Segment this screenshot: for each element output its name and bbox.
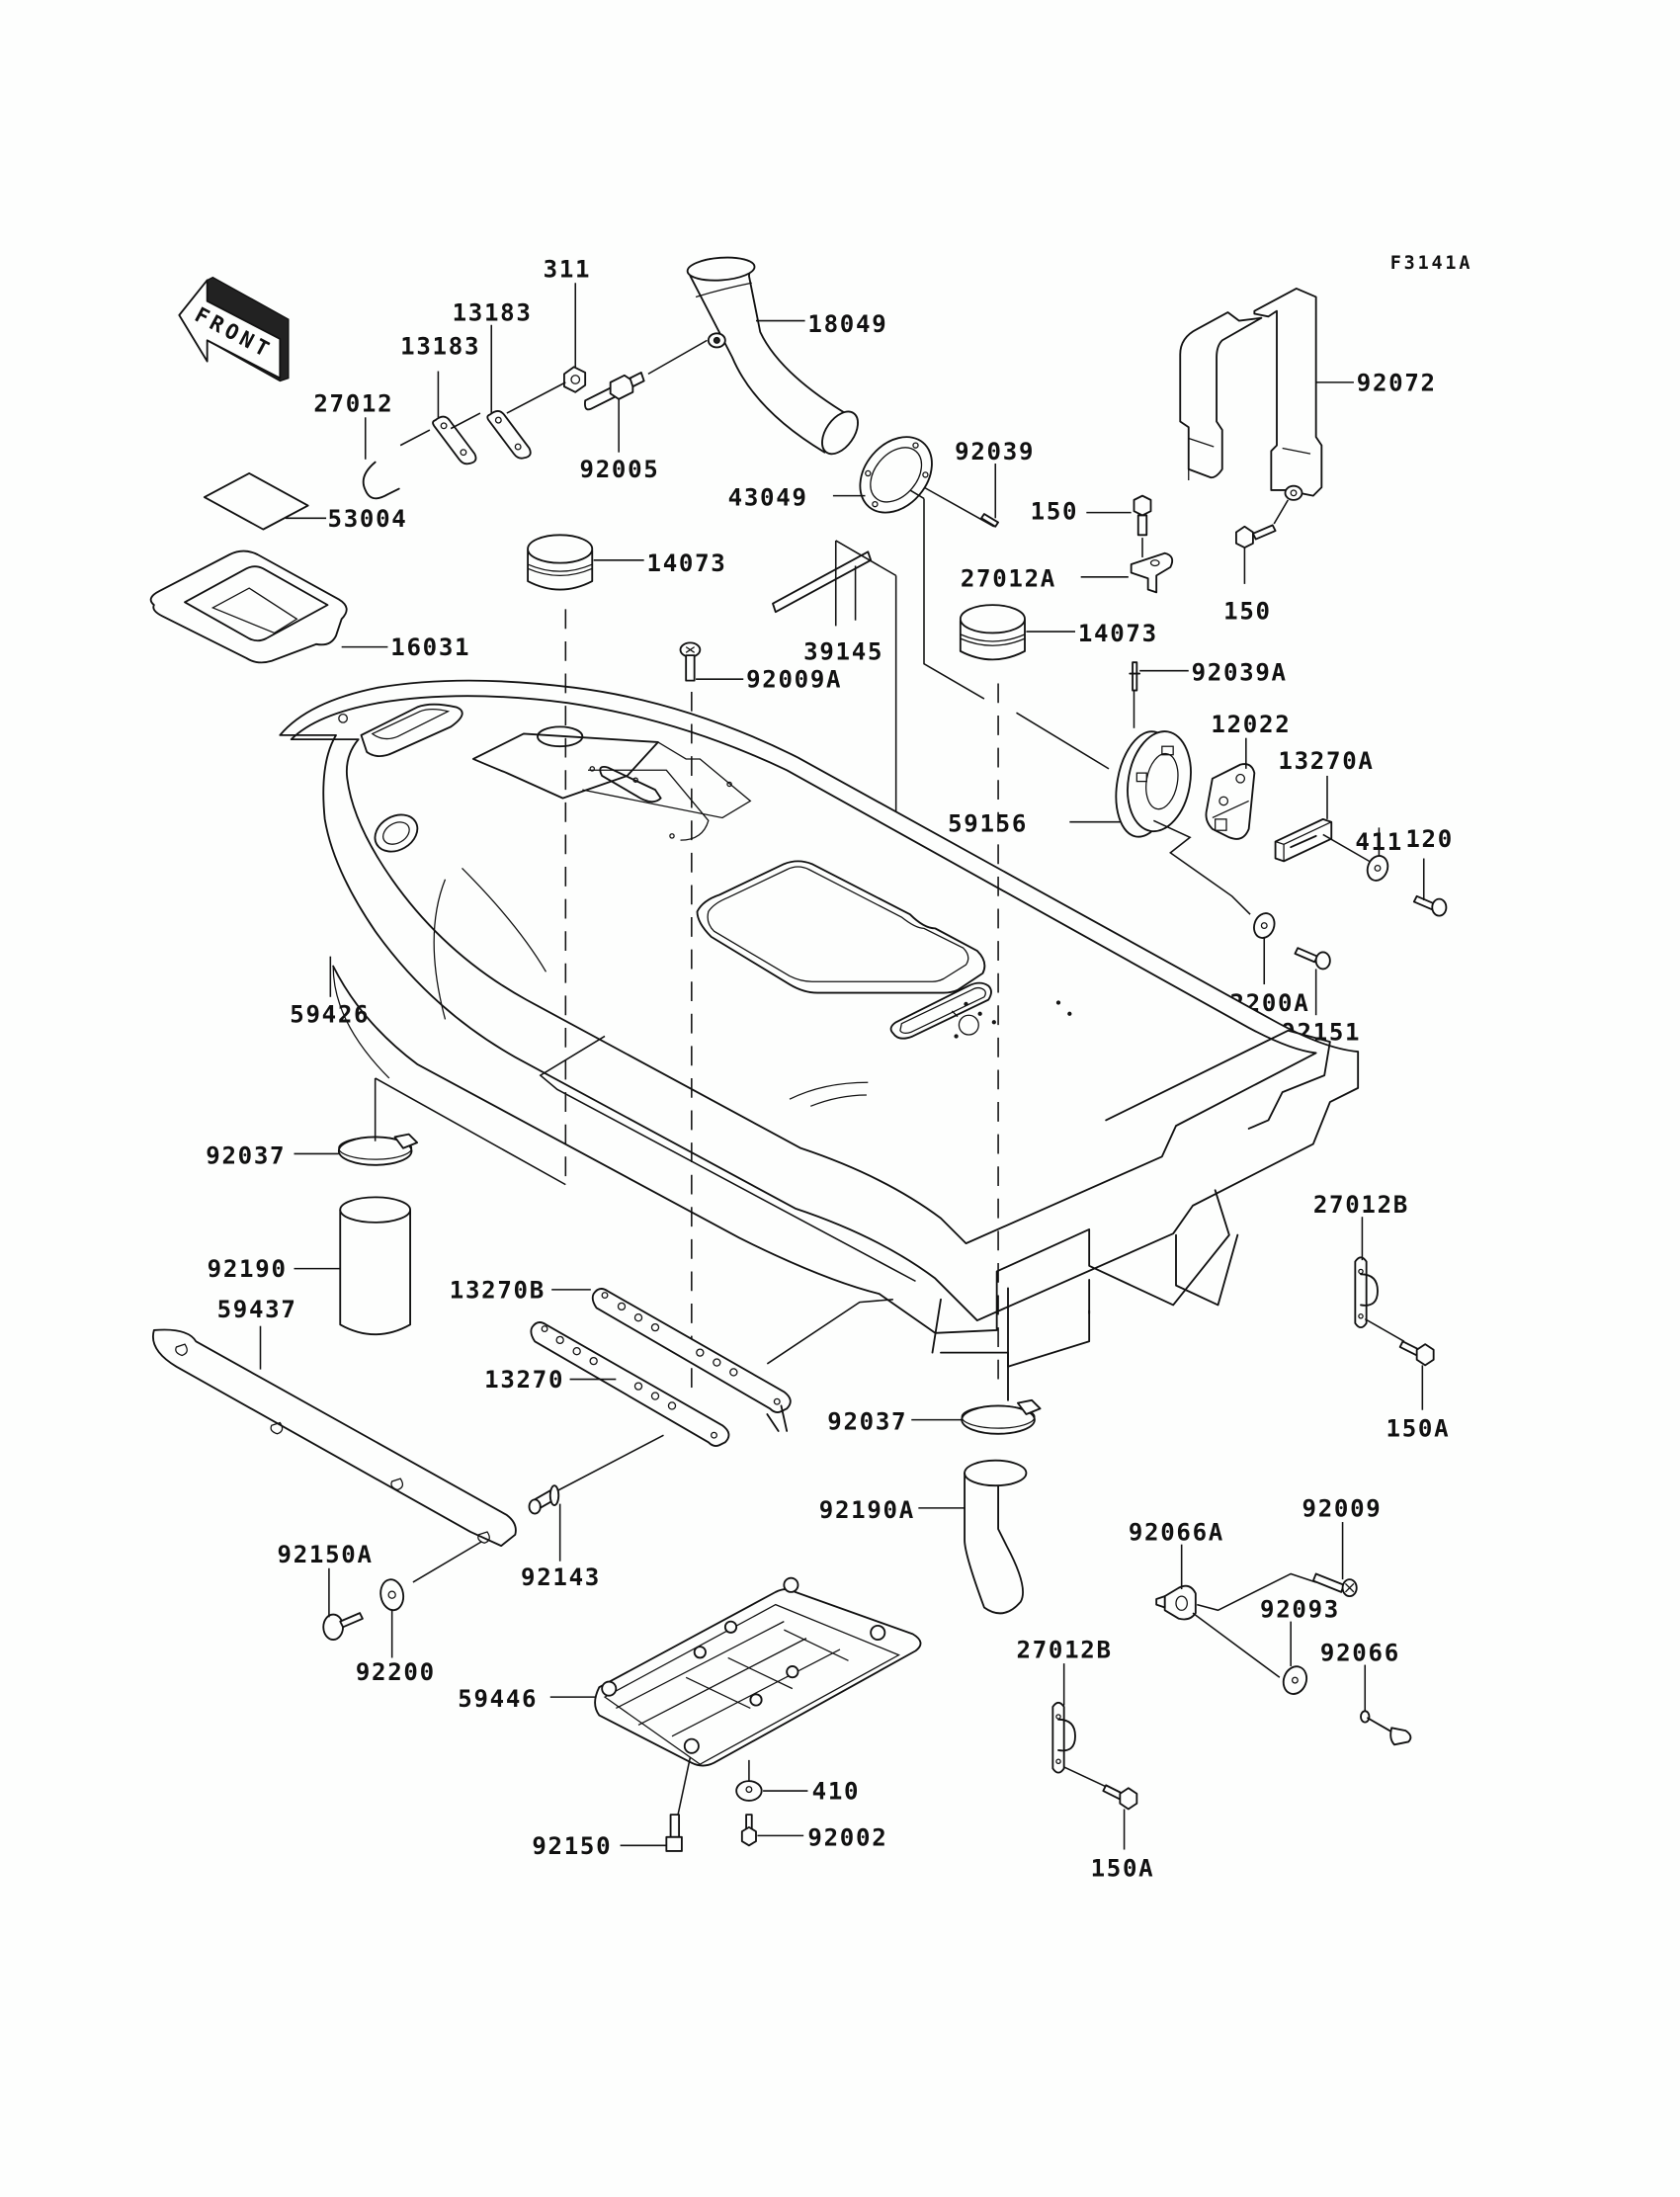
- part-92190A-bent-tube[interactable]: [918, 1459, 1028, 1615]
- part-53004-pad[interactable]: [203, 472, 327, 531]
- label-150-lower: 150: [1223, 597, 1272, 625]
- part-27012B-hook-upper[interactable]: [1354, 1217, 1405, 1342]
- label-18049: 18049: [807, 310, 887, 338]
- label-13183-upper: 13183: [453, 299, 533, 327]
- label-59426: 59426: [290, 1000, 370, 1028]
- label-53004: 53004: [328, 505, 408, 533]
- label-92093: 92093: [1260, 1595, 1340, 1623]
- front-arrow-icon: FRONT: [178, 276, 290, 382]
- part-13270B-plate[interactable]: [551, 1288, 792, 1432]
- label-27012B-lower: 27012B: [1017, 1636, 1113, 1663]
- part-92066-plug[interactable]: [1360, 1664, 1412, 1746]
- part-13183-plate-upper[interactable]: [486, 324, 532, 460]
- label-16031: 16031: [390, 634, 470, 661]
- label-150A-lower: 150A: [1091, 1854, 1155, 1882]
- label-59437: 59437: [217, 1296, 297, 1323]
- part-150A-bolt-lower[interactable]: [1102, 1784, 1138, 1850]
- label-14073-left: 14073: [647, 549, 727, 577]
- part-27012A-bracket[interactable]: [1080, 551, 1174, 594]
- part-59437-rail[interactable]: [152, 1325, 517, 1548]
- label-39145: 39145: [803, 637, 883, 665]
- label-92009A: 92009A: [746, 666, 842, 694]
- part-92039-rivet[interactable]: [980, 464, 1000, 528]
- part-92072-band-right[interactable]: [1253, 288, 1354, 501]
- part-92093-seal[interactable]: [1280, 1621, 1310, 1698]
- part-92150A-bolt[interactable]: [322, 1567, 364, 1641]
- part-92150-bolt[interactable]: [620, 1814, 683, 1852]
- label-59446: 59446: [458, 1685, 538, 1713]
- part-92190-tube[interactable]: [294, 1196, 412, 1336]
- label-92200: 92200: [356, 1658, 436, 1686]
- part-12022-cover[interactable]: [1205, 737, 1256, 840]
- label-150-upper: 150: [1031, 498, 1079, 526]
- part-27012B-hook-lower[interactable]: [1051, 1663, 1107, 1788]
- part-150A-bolt-upper[interactable]: [1398, 1340, 1435, 1410]
- part-150-bolt-lower[interactable]: [1234, 499, 1290, 584]
- label-411: 411: [1355, 828, 1403, 856]
- label-92005: 92005: [580, 456, 660, 483]
- label-92190A: 92190A: [819, 1496, 915, 1524]
- label-92037-left: 92037: [206, 1141, 286, 1169]
- label-92002: 92002: [807, 1823, 887, 1851]
- part-92151-bolt[interactable]: [1294, 947, 1331, 1016]
- label-13183-lower: 13183: [400, 333, 480, 361]
- label-59156: 59156: [948, 810, 1028, 838]
- label-92072: 92072: [1357, 369, 1437, 396]
- part-92009-screw[interactable]: [1311, 1522, 1358, 1598]
- label-150A-upper: 150A: [1386, 1415, 1451, 1443]
- part-13183-plate-lower[interactable]: [432, 371, 481, 465]
- part-18049-bent-pipe[interactable]: [686, 255, 866, 460]
- part-92037-clamp-right[interactable]: [911, 1398, 1042, 1435]
- label-92066A: 92066A: [1129, 1518, 1224, 1546]
- label-92143: 92143: [521, 1563, 601, 1591]
- part-92037-clamp-left[interactable]: [294, 1077, 566, 1186]
- part-59446-grate[interactable]: [549, 1576, 922, 1823]
- part-13270A-plate[interactable]: [1274, 775, 1370, 863]
- label-92150A: 92150A: [278, 1541, 374, 1568]
- part-311-nut[interactable]: [506, 283, 587, 414]
- part-59156-flange[interactable]: [1016, 712, 1251, 915]
- part-92072-band-left[interactable]: [1179, 311, 1263, 481]
- part-92005-fitting[interactable]: [584, 339, 708, 453]
- part-92200-washer[interactable]: [378, 1541, 482, 1658]
- label-92066: 92066: [1320, 1639, 1400, 1666]
- label-14073-right: 14073: [1078, 620, 1158, 647]
- label-120: 120: [1405, 825, 1454, 853]
- part-13270-plate[interactable]: [530, 1321, 730, 1501]
- label-27012B-upper: 27012B: [1313, 1191, 1409, 1219]
- part-92200A-washer[interactable]: [1251, 910, 1278, 985]
- part-120-bolt[interactable]: [1412, 858, 1448, 917]
- part-92002-bolt[interactable]: [740, 1814, 804, 1847]
- label-92190: 92190: [208, 1255, 288, 1283]
- label-13270A: 13270A: [1278, 747, 1374, 775]
- part-410-washer[interactable]: [735, 1780, 808, 1802]
- part-59426-hull[interactable]: [279, 679, 1360, 1401]
- label-27012: 27012: [313, 390, 393, 418]
- label-92037-right: 92037: [827, 1408, 907, 1436]
- label-410: 410: [812, 1778, 861, 1806]
- label-311: 311: [544, 256, 592, 284]
- part-14073-cap-right[interactable]: [959, 604, 1075, 661]
- part-14073-cap-left[interactable]: [527, 534, 644, 591]
- part-92143-collar[interactable]: [528, 1484, 561, 1562]
- part-411-washer[interactable]: [1364, 827, 1390, 883]
- label-92150: 92150: [532, 1832, 612, 1860]
- label-92009: 92009: [1302, 1494, 1383, 1522]
- part-92009A-screw[interactable]: [679, 641, 744, 682]
- label-92039A: 92039A: [1192, 659, 1288, 687]
- part-43049-ring[interactable]: [832, 423, 995, 700]
- label-13270: 13270: [484, 1366, 564, 1394]
- part-92066A-plug[interactable]: [1155, 1544, 1316, 1678]
- reference-code: F3141A: [1390, 253, 1473, 274]
- label-12022: 12022: [1211, 711, 1291, 738]
- label-92039: 92039: [955, 438, 1035, 465]
- label-13270B: 13270B: [450, 1276, 546, 1304]
- part-92039A-rivet[interactable]: [1129, 661, 1189, 728]
- part-27012-u-bolt[interactable]: [362, 417, 431, 500]
- label-43049: 43049: [728, 484, 808, 512]
- part-16031-tray[interactable]: [149, 549, 388, 664]
- label-27012A: 27012A: [961, 565, 1056, 593]
- part-150-bolt-upper[interactable]: [1086, 494, 1152, 557]
